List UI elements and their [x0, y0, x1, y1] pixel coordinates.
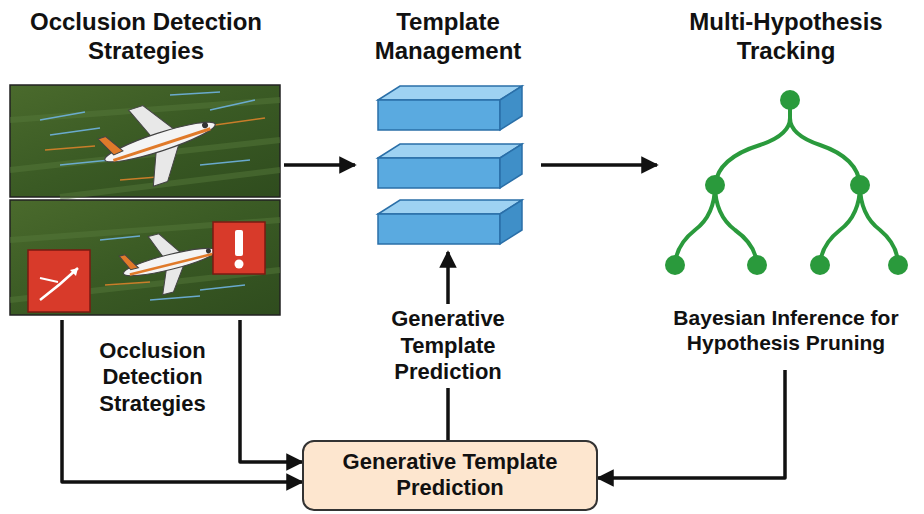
node-caption: Bayesian Inference for Hypothesis Prunin… [657, 305, 915, 355]
process-box: Generative Template Prediction [302, 440, 598, 511]
image-panel [10, 200, 280, 315]
node-heading: Occlusion Detection Strategies [8, 8, 284, 66]
tracking-tree-node: Multi-Hypothesis TrackingBayesian Infere… [657, 8, 915, 370]
flow-arrow [240, 320, 302, 462]
connector-label: Generative Template Prediction [369, 304, 527, 387]
airplane [116, 221, 224, 302]
image-panel [10, 85, 280, 198]
node-heading: Generative Template Prediction [316, 449, 584, 502]
flow-arrow [598, 370, 785, 478]
airplane [92, 86, 227, 198]
image-panel-node: Occlusion Detection Strategies [8, 8, 284, 320]
template-stack [378, 86, 522, 244]
template-stack-node: Template Management [355, 8, 541, 252]
alert-icon [213, 222, 265, 274]
hypothesis-tree [665, 90, 908, 275]
node-heading: Multi-Hypothesis Tracking [657, 8, 915, 66]
flow-arrow [62, 320, 302, 482]
side-label: Occlusion Detection Strategies [70, 338, 235, 417]
flow-arrow [541, 163, 657, 167]
node-heading: Template Management [355, 8, 541, 66]
motion-icon [28, 250, 90, 312]
flow-arrow [284, 163, 355, 167]
